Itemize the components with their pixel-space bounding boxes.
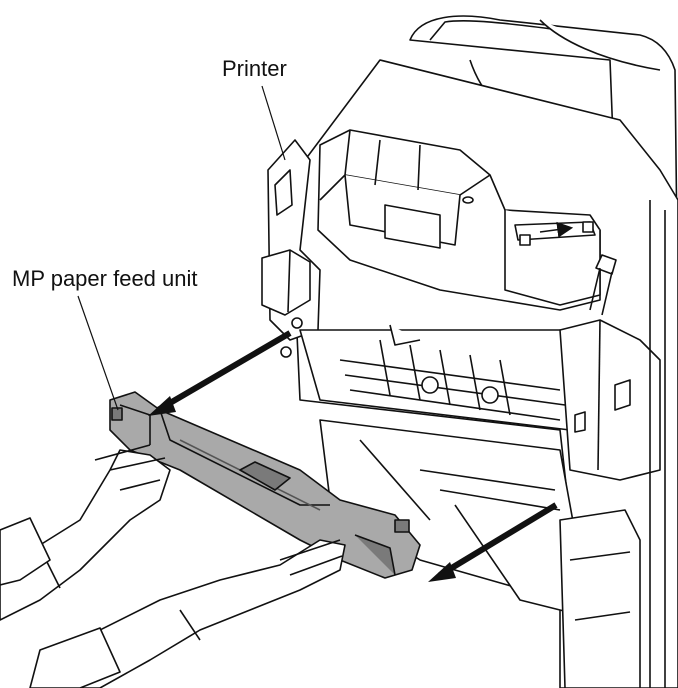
- printer-label: Printer: [222, 56, 287, 81]
- leader-lines: [77, 85, 286, 411]
- arrow-upper: [156, 330, 292, 413]
- mp-leader-line: [77, 295, 119, 411]
- arrow-lower-head: [428, 562, 456, 582]
- printer-drawing: [261, 15, 678, 688]
- removal-arrows: [148, 330, 558, 582]
- mp-paper-feed-unit-drawing: [109, 391, 421, 579]
- hands-drawing: [0, 444, 346, 688]
- arrow-upper-head: [148, 396, 176, 416]
- mp-paper-feed-unit-label: MP paper feed unit: [12, 266, 198, 291]
- printer-leader-line: [261, 85, 286, 161]
- arrow-lower: [438, 502, 558, 578]
